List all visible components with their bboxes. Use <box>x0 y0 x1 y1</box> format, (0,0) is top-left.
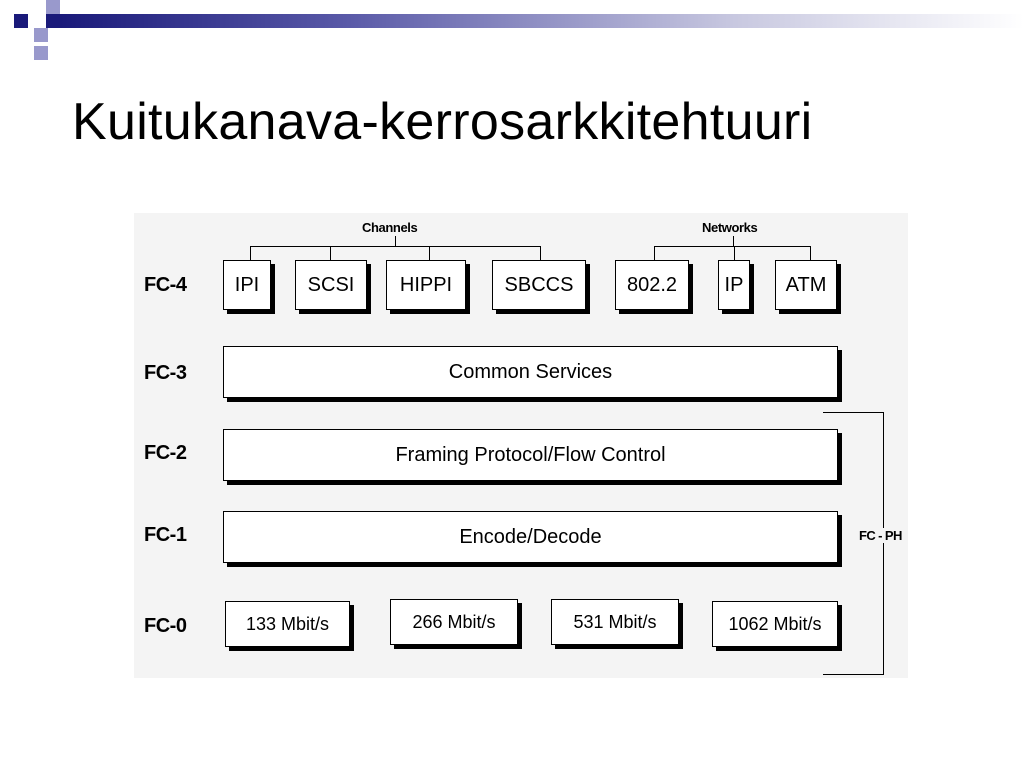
networks-stem <box>733 236 734 246</box>
rate-box-266: 266 Mbit/s <box>390 599 518 645</box>
corner-square-dark <box>14 14 28 28</box>
fibre-channel-layer-diagram: Channels Networks FC-4 FC-3 FC-2 FC-1 FC… <box>134 213 908 678</box>
networks-bar <box>654 246 811 247</box>
channels-drop-ipi <box>250 246 251 260</box>
slide-title: Kuitukanava-kerrosarkkitehtuuri <box>72 93 813 151</box>
protocol-box-scsi: SCSI <box>295 260 367 310</box>
protocol-box-ip: IP <box>718 260 750 310</box>
header-gradient-bar <box>60 14 1024 28</box>
protocol-box-hippi: HIPPI <box>386 260 466 310</box>
layer-label-fc1: FC-1 <box>144 524 187 546</box>
networks-drop-ip <box>734 246 735 260</box>
channels-drop-sbccs <box>540 246 541 260</box>
protocol-box-ipi: IPI <box>223 260 271 310</box>
fc-ph-bracket <box>823 412 884 675</box>
fc-ph-label: FC - PH <box>857 528 904 543</box>
protocol-box-sbccs: SBCCS <box>492 260 586 310</box>
channels-bar <box>250 246 541 247</box>
channels-group-label: Channels <box>362 220 418 235</box>
layer-label-fc2: FC-2 <box>144 442 187 464</box>
encode-decode-box: Encode/Decode <box>223 511 838 563</box>
layer-label-fc0: FC-0 <box>144 615 187 637</box>
corner-square-light <box>34 28 48 42</box>
corner-square-light <box>46 0 60 14</box>
rate-box-531: 531 Mbit/s <box>551 599 679 645</box>
protocol-box-atm: ATM <box>775 260 837 310</box>
rate-box-1062: 1062 Mbit/s <box>712 601 838 647</box>
networks-group-label: Networks <box>702 220 758 235</box>
protocol-box-8022: 802.2 <box>615 260 689 310</box>
common-services-box: Common Services <box>223 346 838 398</box>
rate-box-133: 133 Mbit/s <box>225 601 350 647</box>
channels-stem <box>395 236 396 246</box>
channels-drop-hippi <box>429 246 430 260</box>
networks-drop-8022 <box>654 246 655 260</box>
channels-drop-scsi <box>330 246 331 260</box>
networks-drop-atm <box>810 246 811 260</box>
framing-protocol-box: Framing Protocol/Flow Control <box>223 429 838 481</box>
corner-square-light <box>34 46 48 60</box>
corner-square-dark <box>46 14 60 28</box>
layer-label-fc4: FC-4 <box>144 274 187 296</box>
layer-label-fc3: FC-3 <box>144 362 187 384</box>
